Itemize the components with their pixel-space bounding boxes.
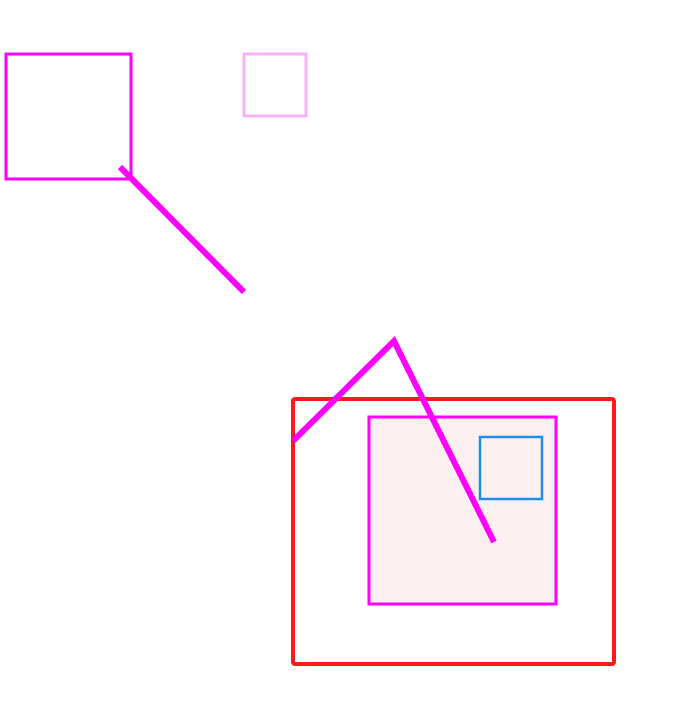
red-outer-rectangle <box>291 397 616 666</box>
magenta-angle-line <box>290 335 497 544</box>
magenta-diagonal-line <box>117 164 247 295</box>
magenta-inner-filled-square <box>367 415 558 606</box>
light-magenta-square-top <box>242 52 308 118</box>
blue-small-square <box>478 435 544 501</box>
magenta-square-top-left <box>4 52 133 181</box>
